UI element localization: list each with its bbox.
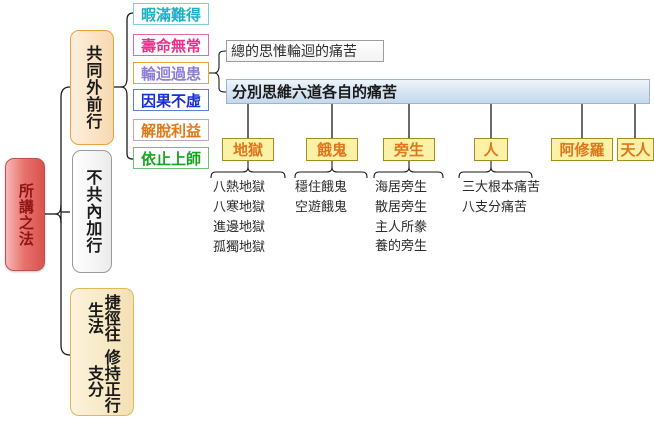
list-item: 空遊餓鬼 — [295, 200, 348, 215]
list-item: 八支分痛苦 — [462, 200, 528, 215]
list-item: 進邊地獄 — [213, 220, 266, 235]
sublist-human: 三大根本痛苦 八支分痛苦 — [462, 178, 540, 218]
realm-box-animal-label: 旁生 — [393, 141, 424, 159]
realm-box-hungry-ghost-label: 餓鬼 — [316, 141, 347, 159]
preliminary-label-2[interactable]: 輪迴過患 — [133, 62, 209, 84]
realm-box-human[interactable]: 人 — [474, 138, 508, 161]
list-item: 養的旁生 — [375, 239, 428, 254]
preliminary-label-4[interactable]: 解脫利益 — [133, 119, 209, 141]
realm-box-deva[interactable]: 天人 — [617, 138, 654, 161]
preliminary-label-1[interactable]: 壽命無常 — [133, 34, 209, 56]
realm-box-deva-label: 天人 — [620, 141, 651, 159]
list-item: 散居旁生 — [375, 200, 428, 215]
realm-box-hell[interactable]: 地獄 — [222, 138, 274, 161]
realm-box-animal[interactable]: 旁生 — [383, 138, 435, 161]
preliminary-label-5-text: 依止上師 — [140, 149, 201, 168]
sublist-animal: 海居旁生 散居旁生 主人所豢 養的旁生 — [375, 178, 427, 256]
realm-box-asura-label: 阿修羅 — [559, 141, 605, 159]
list-item: 主人所豢 — [375, 220, 428, 235]
list-item: 八寒地獄 — [213, 200, 266, 215]
list-item: 八熱地獄 — [213, 180, 266, 195]
sublist-hungry-ghost: 穩住餓鬼 空遊餓鬼 — [295, 178, 347, 218]
preliminary-label-3-text: 因果不虛 — [140, 91, 201, 110]
list-item: 穩住餓鬼 — [295, 180, 348, 195]
preliminary-label-2-text: 輪迴過患 — [140, 64, 201, 83]
sublist-hell: 八熱地獄 八寒地獄 進邊地獄 孤獨地獄 — [213, 178, 265, 258]
list-item: 三大根本痛苦 — [462, 180, 541, 195]
branch-uncommon-inner-preliminaries[interactable]: 不共內加行 — [72, 150, 112, 273]
realm-box-human-label: 人 — [483, 141, 499, 159]
six-realms-suffering-box[interactable]: 分別思維六道各自的痛苦 — [226, 79, 650, 104]
root-node[interactable]: 所講之法 — [5, 158, 45, 271]
preliminary-label-5[interactable]: 依止上師 — [133, 147, 209, 169]
six-realms-suffering-label: 分別思維六道各自的痛苦 — [232, 83, 398, 101]
list-item: 孤獨地獄 — [213, 240, 266, 255]
branch-practice-label-right: 捷徑往生法 — [85, 293, 121, 342]
branch-common-outer-label: 共同外前行 — [83, 45, 103, 130]
branch-practice-label-left: 修持正行支分 — [85, 348, 121, 413]
root-node-label: 所講之法 — [16, 182, 35, 247]
preliminary-label-1-text: 壽命無常 — [140, 36, 201, 55]
preliminary-label-3[interactable]: 因果不虛 — [133, 89, 209, 111]
realm-box-hell-label: 地獄 — [232, 141, 263, 159]
branch-common-outer-preliminaries[interactable]: 共同外前行 — [70, 30, 114, 145]
branch-uncommon-inner-label: 不共內加行 — [83, 169, 103, 254]
general-suffering-label: 總的思惟輪迴的痛苦 — [231, 44, 357, 60]
preliminary-label-0-text: 暇滿難得 — [140, 5, 201, 24]
realm-box-asura[interactable]: 阿修羅 — [551, 138, 613, 161]
preliminary-label-4-text: 解脫利益 — [140, 121, 201, 140]
general-suffering-box[interactable]: 總的思惟輪迴的痛苦 — [226, 40, 384, 62]
branch-swift-path-practice[interactable]: 捷徑往生法 修持正行支分 — [70, 288, 134, 416]
list-item: 海居旁生 — [375, 180, 428, 195]
preliminary-label-0[interactable]: 暇滿難得 — [133, 3, 209, 25]
realm-box-hungry-ghost[interactable]: 餓鬼 — [306, 138, 358, 161]
